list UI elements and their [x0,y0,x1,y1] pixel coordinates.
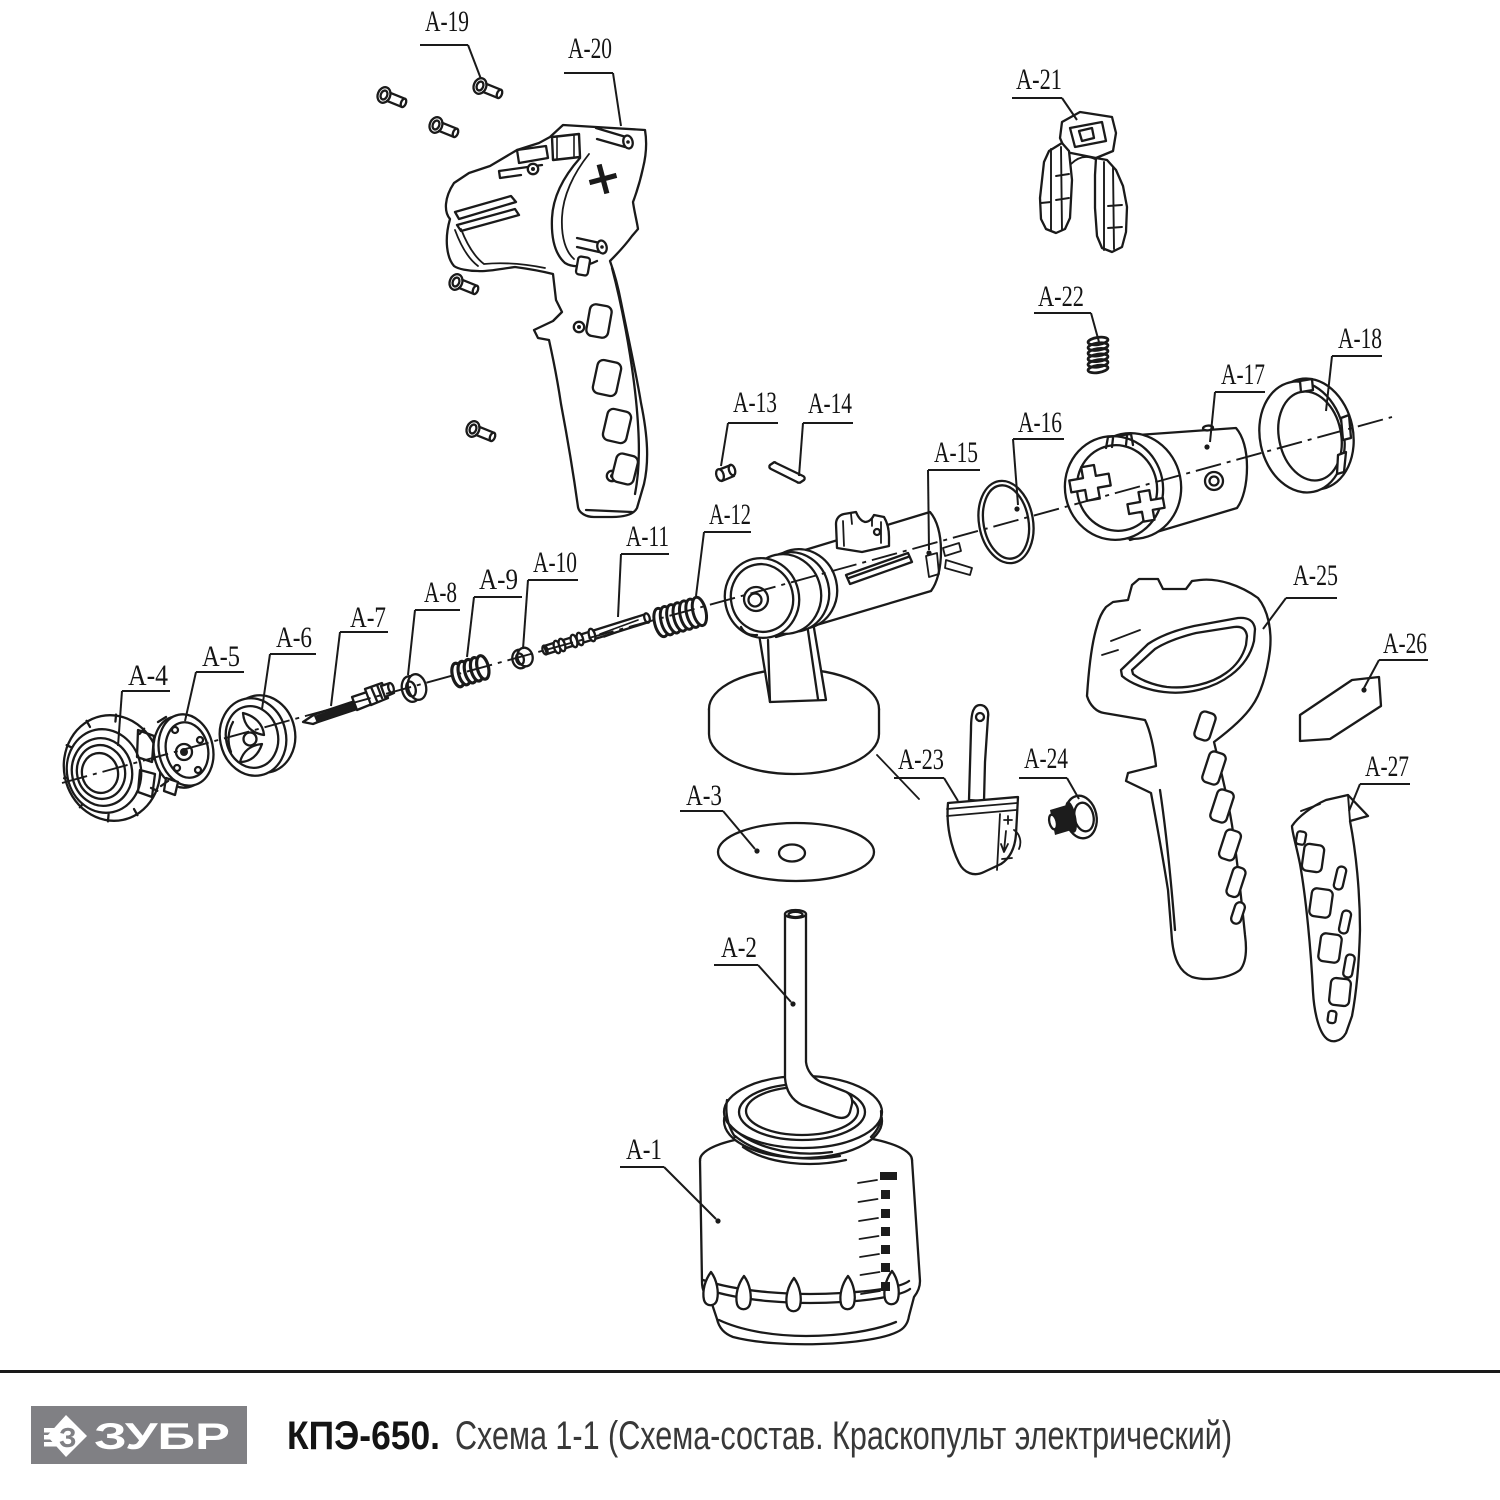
svg-text:A-26: A-26 [1383,627,1427,660]
svg-text:A-4: A-4 [128,659,168,692]
svg-text:A-7: A-7 [350,601,386,634]
svg-text:A-11: A-11 [626,520,669,553]
svg-text:A-13: A-13 [733,386,777,419]
svg-text:A-10: A-10 [533,546,577,579]
svg-text:A-19: A-19 [425,5,469,38]
svg-text:A-27: A-27 [1365,750,1409,783]
svg-text:A-8: A-8 [424,576,457,609]
svg-text:A-6: A-6 [276,621,312,654]
svg-text:A-16: A-16 [1018,406,1062,439]
svg-text:A-23: A-23 [898,743,944,776]
svg-text:A-17: A-17 [1221,358,1265,391]
svg-text:A-24: A-24 [1024,742,1068,775]
svg-text:ЗУБР: ЗУБР [94,1416,230,1457]
svg-text:A-2: A-2 [721,931,757,964]
svg-text:A-5: A-5 [202,640,240,673]
svg-text:A-18: A-18 [1338,322,1382,355]
svg-text:A-20: A-20 [568,32,612,65]
svg-text:A-9: A-9 [479,563,518,596]
svg-text:A-21: A-21 [1016,63,1062,96]
svg-text:З: З [59,1422,77,1453]
svg-text:A-14: A-14 [808,387,852,420]
svg-text:A-15: A-15 [934,436,978,469]
svg-text:A-22: A-22 [1038,280,1084,313]
svg-text:A-25: A-25 [1293,559,1338,592]
svg-text:A-1: A-1 [626,1133,662,1166]
svg-text:КПЭ-650.: КПЭ-650. [287,1414,440,1458]
svg-text:Схема 1-1 (Схема-состав. Краск: Схема 1-1 (Схема-состав. Краскопульт эле… [455,1414,1232,1458]
svg-text:A-3: A-3 [686,779,722,812]
svg-text:A-12: A-12 [709,498,751,531]
